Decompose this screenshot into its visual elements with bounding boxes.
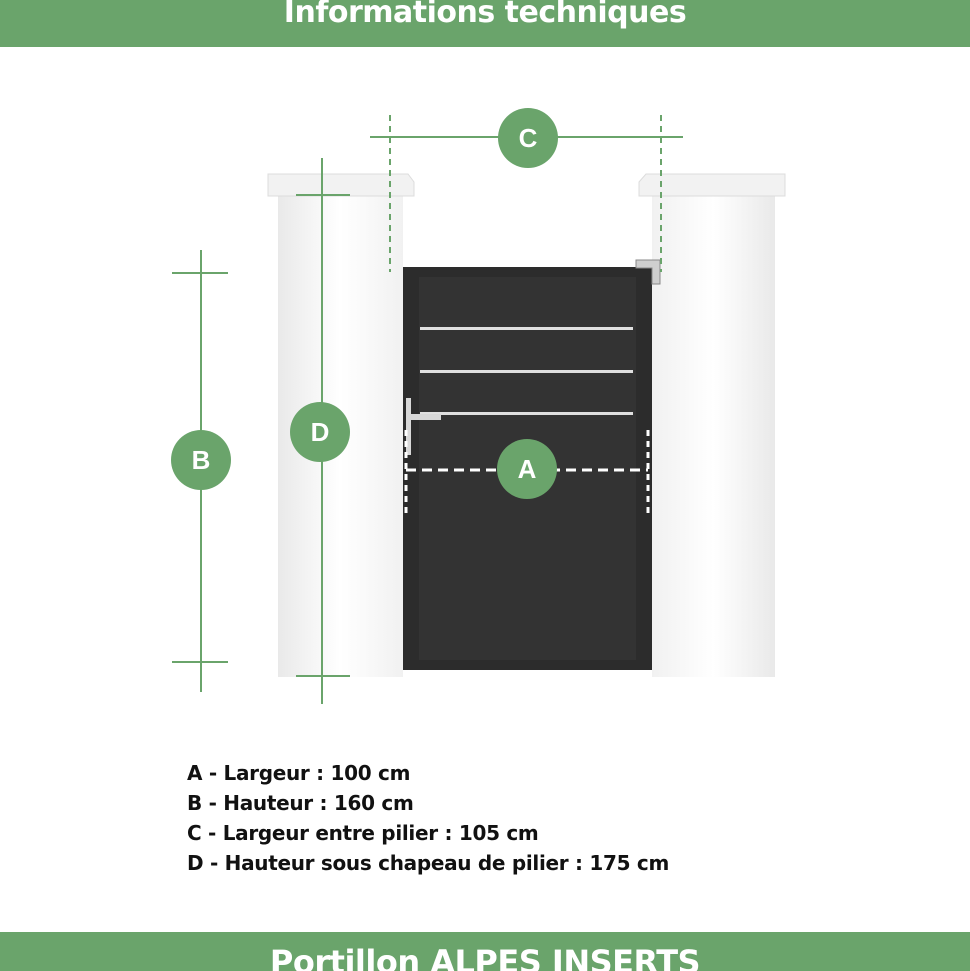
gate-handle-icon xyxy=(406,398,441,455)
product-title: Portillon ALPES INSERTS xyxy=(269,943,701,971)
spec-a: A - Largeur : 100 cm xyxy=(187,761,411,785)
marker-d-label: D xyxy=(311,417,330,447)
marker-b-label: B xyxy=(192,445,211,475)
gate-insert-2 xyxy=(420,370,633,373)
header-banner: Informations techniques xyxy=(0,0,970,47)
specs-list: A - Largeur : 100 cm B - Hauteur : 160 c… xyxy=(187,758,669,878)
spec-b: B - Hauteur : 160 cm xyxy=(187,791,414,815)
marker-b: B xyxy=(171,430,231,490)
gate-insert-1 xyxy=(420,327,633,330)
spec-c: C - Largeur entre pilier : 105 cm xyxy=(187,821,539,845)
right-pillar xyxy=(638,173,786,677)
page-title: Informations techniques xyxy=(283,0,687,30)
marker-d: D xyxy=(290,402,350,462)
gate-insert-3 xyxy=(420,412,633,415)
gate-diagram: C D B A xyxy=(171,108,786,704)
marker-c-label: C xyxy=(519,123,538,153)
marker-c: C xyxy=(498,108,558,168)
marker-a: A xyxy=(497,439,557,499)
spec-d: D - Hauteur sous chapeau de pilier : 175… xyxy=(187,851,669,875)
footer-banner: Portillon ALPES INSERTS xyxy=(0,932,970,971)
marker-a-label: A xyxy=(518,454,537,484)
